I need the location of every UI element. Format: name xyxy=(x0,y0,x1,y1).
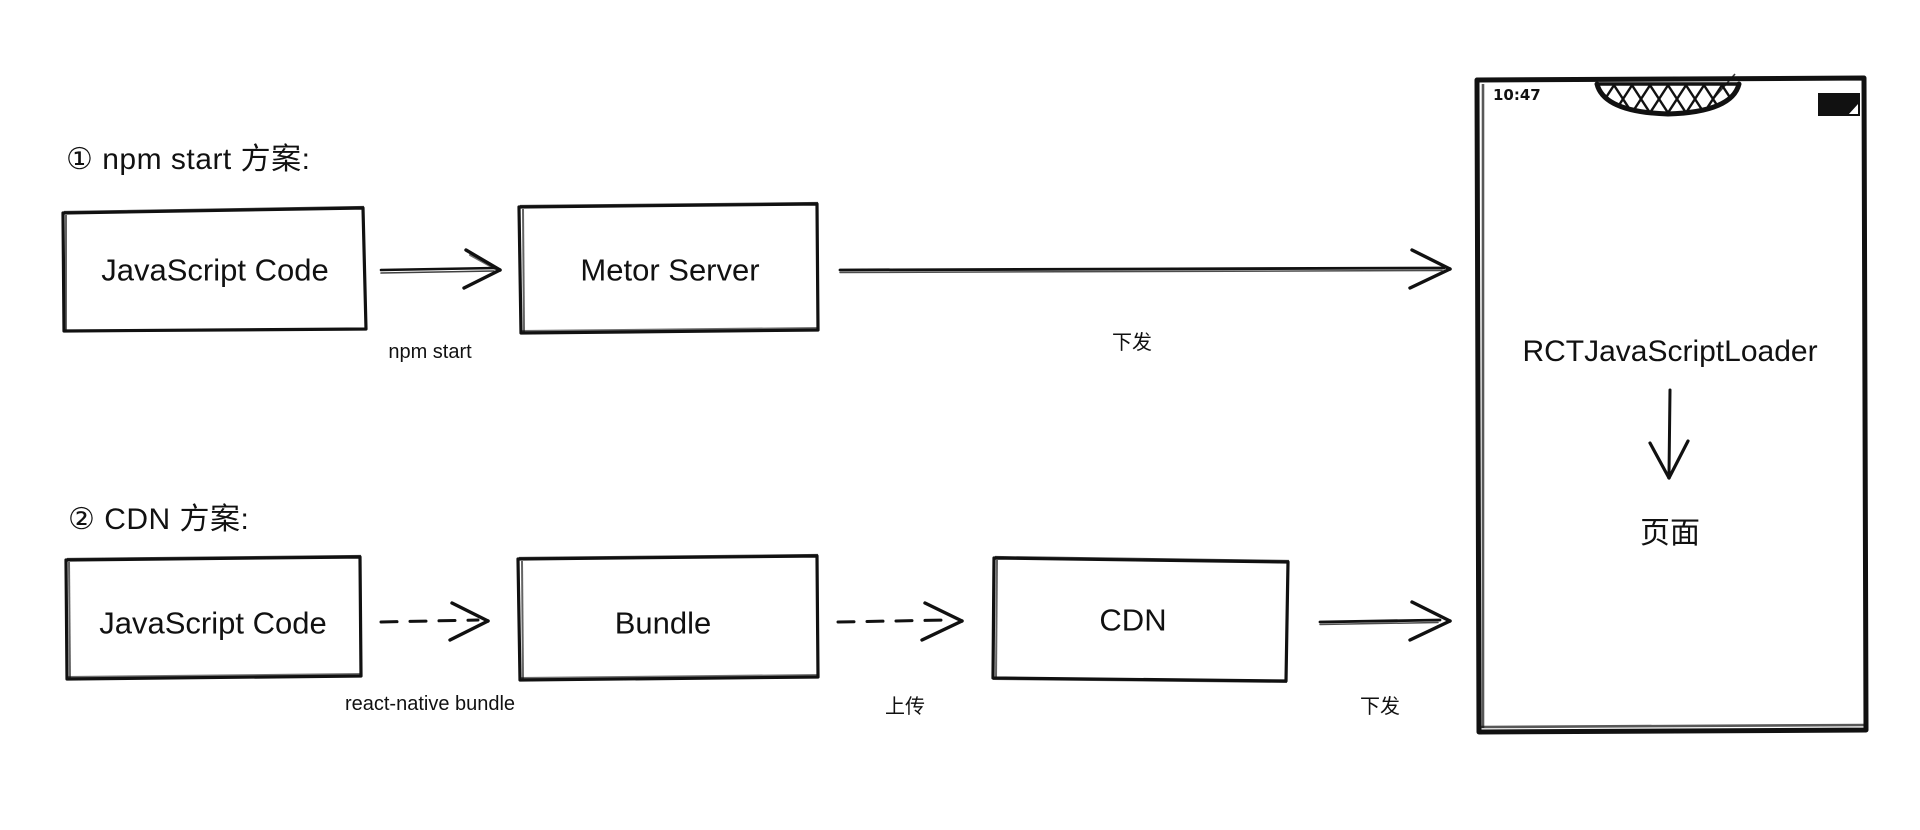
edge-label-deliver-1: 下发 xyxy=(1112,332,1152,354)
box-label-js-code-2: JavaScript Code xyxy=(99,605,327,641)
edge-label-rn-bundle: react-native bundle xyxy=(344,693,516,715)
arrow-rn-bundle xyxy=(379,601,490,642)
box-js-code-2 xyxy=(64,554,363,681)
arrow-deliver-2 xyxy=(1318,600,1452,642)
box-label-js-code-1: JavaScript Code xyxy=(101,252,329,288)
phone-loader-label: RCTJavaScriptLoader xyxy=(1522,335,1818,368)
box-cdn xyxy=(991,555,1290,683)
arrow-npm-start xyxy=(379,248,502,290)
edge-label-deliver-2: 下发 xyxy=(1360,696,1400,718)
arrow-down-icon xyxy=(1648,388,1690,480)
box-bundle xyxy=(516,553,820,682)
phone-page-label: 页面 xyxy=(1640,517,1700,550)
box-metor-server xyxy=(517,201,820,335)
phone-status-time: 10:47 xyxy=(1493,86,1541,104)
box-label-metor-server: Metor Server xyxy=(580,252,760,288)
section-heading-npm-start: ① npm start 方案: xyxy=(66,143,311,176)
phone-frame xyxy=(1474,75,1869,735)
battery-icon xyxy=(1818,93,1860,116)
box-js-code-1 xyxy=(61,205,368,333)
section-heading-cdn: ② CDN 方案: xyxy=(68,503,250,536)
arrow-upload xyxy=(836,601,964,642)
arrow-deliver-1 xyxy=(838,248,1452,290)
edge-label-upload: 上传 xyxy=(885,696,925,718)
notch-hatched-icon xyxy=(1594,73,1742,117)
box-label-cdn: CDN xyxy=(1099,602,1167,638)
edge-label-npm-start: npm start xyxy=(388,341,472,363)
box-label-bundle: Bundle xyxy=(614,605,712,641)
